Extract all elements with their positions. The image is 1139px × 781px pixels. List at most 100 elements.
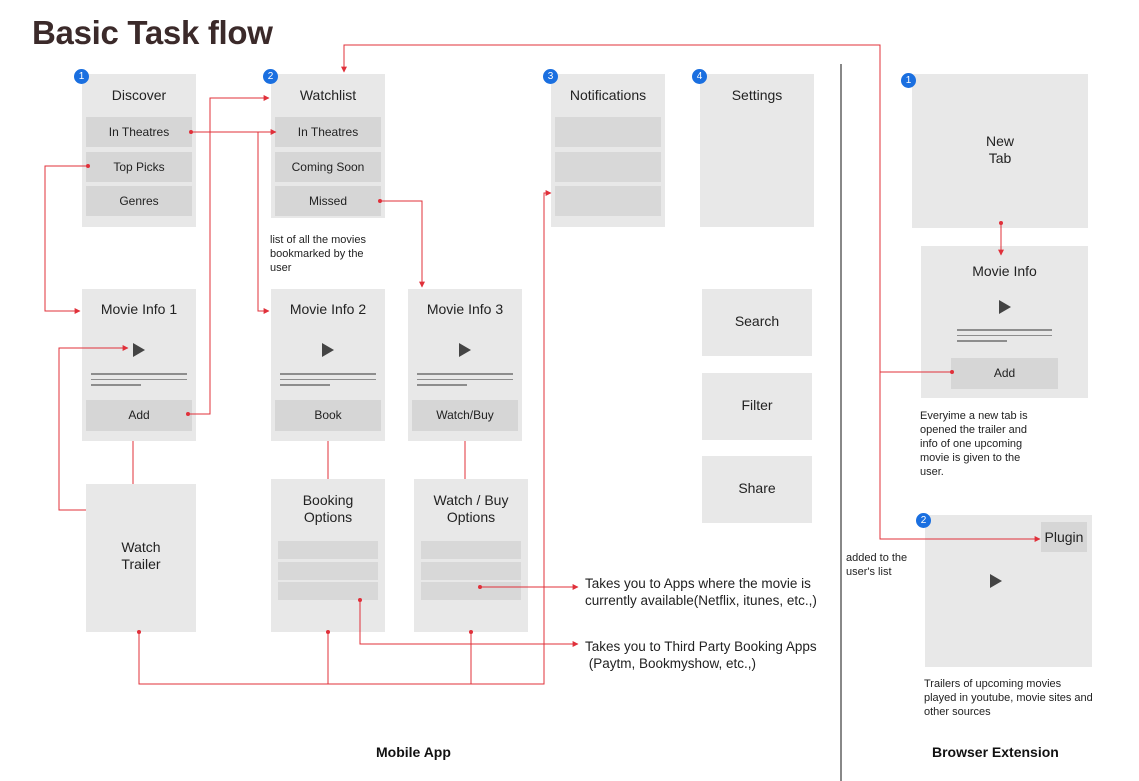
note-booking-line1: Takes you to Third Party Booking Apps <box>585 639 817 654</box>
watch-buy-option-row[interactable] <box>421 562 521 580</box>
watchlist-note: list of all the movies bookmarked by the… <box>270 234 366 274</box>
movie-info-1-screen: Movie Info 1 Add <box>82 289 196 441</box>
booking-option-row[interactable] <box>278 541 378 559</box>
connector-top-picks-to-movie-info-1 <box>44 165 88 314</box>
search-screen[interactable]: Search <box>702 289 812 356</box>
connector-add-to-watchlist <box>188 95 270 415</box>
booking-option-row[interactable] <box>278 582 378 600</box>
connector-dot <box>950 370 954 374</box>
note-apps-line1: Takes you to Apps where the movie is <box>585 576 811 591</box>
connector-browser-add-to-watchlist <box>341 44 952 373</box>
new-tab-screen: New Tab <box>912 74 1088 228</box>
movie-info-3-screen: Movie Info 3 Watch/Buy <box>408 289 522 441</box>
watch-trailer-title-line1: Watch <box>121 539 161 555</box>
connector-dot <box>186 412 190 416</box>
note-trailers: Trailers of upcoming movies played in yo… <box>924 678 1093 718</box>
notifications-row[interactable] <box>555 186 661 216</box>
connector-trailer-to-play <box>58 345 129 511</box>
movie-info-2-book-button[interactable]: Book <box>275 400 381 431</box>
connector-to-plugin <box>879 372 1041 542</box>
watchlist-title: Watchlist <box>299 87 357 103</box>
description-lines <box>91 373 187 390</box>
booking-options-screen: Booking Options <box>271 479 385 632</box>
watch-buy-option-row[interactable] <box>421 541 521 559</box>
connector-dot <box>469 630 473 634</box>
watch-buy-options-title-line1: Watch / Buy <box>433 492 509 508</box>
watch-trailer-title-line2: Trailer <box>121 556 161 572</box>
settings-badge: 4 <box>692 69 707 84</box>
movie-info-2-title: Movie Info 2 <box>289 301 367 317</box>
section-divider <box>840 64 842 781</box>
search-label: Search <box>734 313 780 329</box>
new-tab-badge: 1 <box>901 73 916 88</box>
play-icon[interactable] <box>459 343 471 357</box>
connector-dot <box>999 221 1003 225</box>
movie-info-3-title: Movie Info 3 <box>426 301 504 317</box>
watchlist-row-missed[interactable]: Missed <box>275 186 381 216</box>
notifications-row[interactable] <box>555 152 661 182</box>
play-icon[interactable] <box>990 574 1002 588</box>
plugin-button[interactable]: Plugin <box>1041 522 1087 552</box>
connector-dot <box>358 598 362 602</box>
watch-buy-options-screen: Watch / Buy Options <box>414 479 528 632</box>
connector-missed-to-movie-info-3 <box>380 200 425 288</box>
discover-row-top-picks[interactable]: Top Picks <box>86 152 192 182</box>
section-label-browser: Browser Extension <box>932 744 1059 760</box>
share-screen[interactable]: Share <box>702 456 812 523</box>
notifications-title: Notifications <box>569 87 647 103</box>
connector-dot <box>86 164 90 168</box>
new-tab-title-line2: Tab <box>988 150 1012 166</box>
browser-movie-info-screen: Movie Info Add <box>921 246 1088 398</box>
notifications-row[interactable] <box>555 117 661 147</box>
discover-row-in-theatres[interactable]: In Theatres <box>86 117 192 147</box>
movie-info-1-add-button[interactable]: Add <box>86 400 192 431</box>
connector-bottom-loop-to-notifications <box>138 190 552 685</box>
discover-row-genres[interactable]: Genres <box>86 186 192 216</box>
description-lines <box>957 329 1052 346</box>
connector-dot <box>326 630 330 634</box>
filter-label: Filter <box>741 397 773 413</box>
share-label: Share <box>738 480 776 496</box>
connector-dot <box>378 199 382 203</box>
note-added: added to the user's list <box>846 552 908 578</box>
watchlist-row-coming-soon[interactable]: Coming Soon <box>275 152 381 182</box>
watch-trailer-screen: Watch Trailer <box>86 484 196 632</box>
watchlist-row-in-theatres[interactable]: In Theatres <box>275 117 381 147</box>
browser-movie-info-title: Movie Info <box>972 263 1037 279</box>
description-lines <box>417 373 513 390</box>
settings-screen: Settings <box>700 74 814 227</box>
plugin-badge: 2 <box>916 513 931 528</box>
booking-option-row[interactable] <box>278 562 378 580</box>
notifications-badge: 3 <box>543 69 558 84</box>
discover-title: Discover <box>111 87 167 103</box>
watchlist-badge: 2 <box>263 69 278 84</box>
connector-dot <box>189 130 193 134</box>
watch-buy-options-title-line2: Options <box>446 509 496 525</box>
play-icon[interactable] <box>133 343 145 357</box>
connector-dot <box>137 630 141 634</box>
note-booking-line2: (Paytm, Bookmyshow, etc.,) <box>585 656 757 671</box>
play-icon[interactable] <box>322 343 334 357</box>
connector-booking-to-third-party <box>359 600 579 647</box>
browser-movie-info-add-button[interactable]: Add <box>951 358 1058 389</box>
watchlist-screen: Watchlist In Theatres Coming Soon Missed <box>271 74 385 218</box>
note-apps-line2: currently available(Netflix, itunes, etc… <box>585 593 817 608</box>
booking-options-title-line2: Options <box>303 509 353 525</box>
notifications-screen: Notifications <box>551 74 665 227</box>
booking-options-title-line1: Booking <box>302 492 354 508</box>
movie-info-1-title: Movie Info 1 <box>100 301 178 317</box>
connector-dot <box>478 585 482 589</box>
section-label-mobile: Mobile App <box>376 744 451 760</box>
note-new-tab: Everyime a new tab is opened the trailer… <box>920 410 1028 478</box>
movie-info-3-watch-buy-button[interactable]: Watch/Buy <box>412 400 518 431</box>
plugin-panel-screen: Plugin <box>925 515 1092 667</box>
settings-title: Settings <box>731 87 783 103</box>
new-tab-title-line1: New <box>985 133 1014 149</box>
play-icon[interactable] <box>999 300 1011 314</box>
filter-screen[interactable]: Filter <box>702 373 812 440</box>
discover-screen: Discover In Theatres Top Picks Genres <box>82 74 196 227</box>
movie-info-2-screen: Movie Info 2 Book <box>271 289 385 441</box>
description-lines <box>280 373 376 390</box>
page-title: Basic Task flow <box>32 14 273 51</box>
